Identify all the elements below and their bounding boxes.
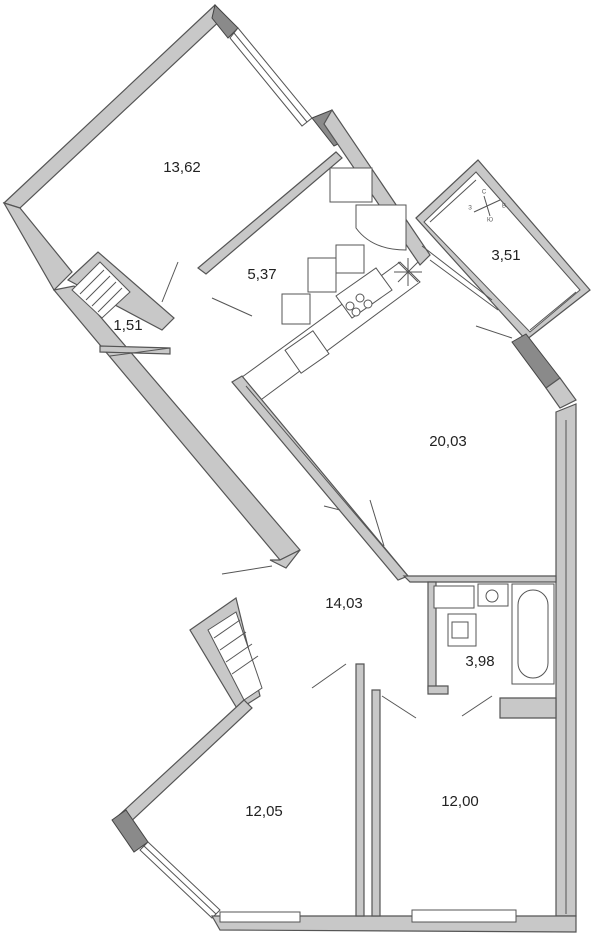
room-hallway-area: 14,03 — [325, 595, 363, 612]
room-bedroom-left-area: 12,05 — [245, 803, 283, 820]
compass-south: Ю — [487, 218, 493, 224]
room-bedroom-right-area: 12,00 — [441, 793, 479, 810]
kitchen-fixtures — [237, 167, 422, 403]
compass-north: С — [482, 190, 487, 196]
room-bedroom-top-area: 13,62 — [163, 159, 201, 176]
room-balcony-area: 3,51 — [491, 247, 520, 264]
balcony — [415, 159, 591, 341]
room-bathroom-area: 3,98 — [465, 653, 494, 670]
room-kitchen-area: 5,37 — [247, 266, 276, 283]
compass-west: З — [468, 206, 472, 212]
lower-wing-walls — [109, 261, 577, 933]
upper-left-wing-walls — [2, 4, 431, 569]
room-living-area: 20,03 — [429, 433, 467, 450]
compass-east: В — [502, 204, 506, 210]
compass: С Ю З В — [468, 190, 506, 224]
right-wing-walls — [231, 333, 577, 917]
room-storage-area: 1,51 — [113, 317, 142, 334]
bathroom-fixtures — [433, 583, 555, 685]
storage-shelf-hatch — [71, 261, 131, 319]
